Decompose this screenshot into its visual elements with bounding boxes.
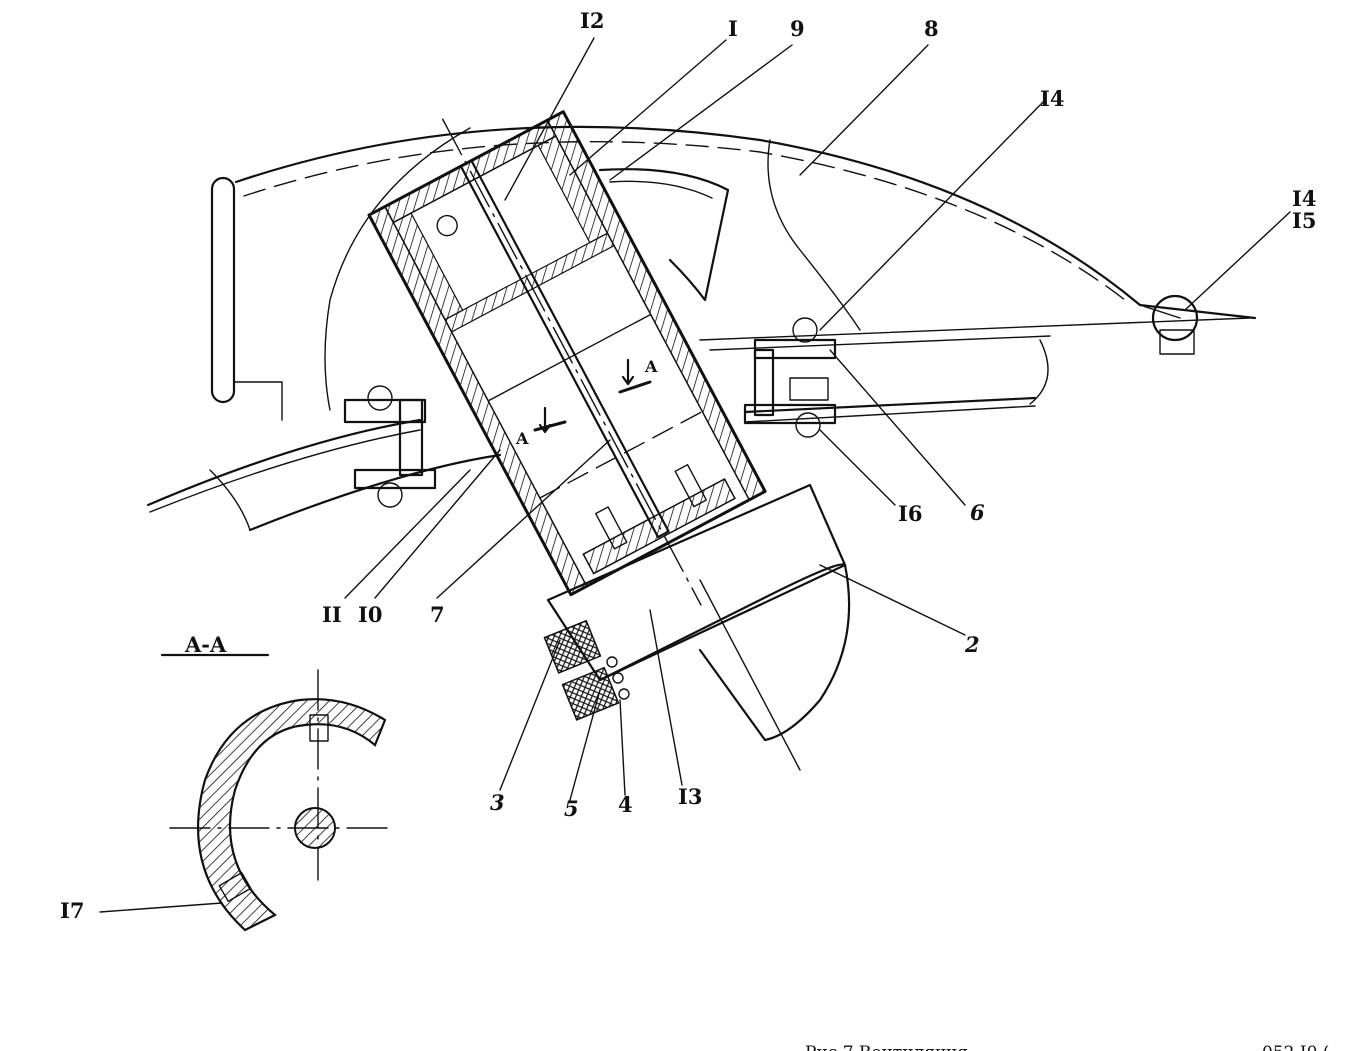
outlet-duct: [598, 168, 730, 302]
section-mark-a-left: A: [515, 429, 529, 448]
callout-4: 4: [618, 792, 633, 817]
motor-base: [543, 483, 851, 771]
callout-12: I2: [580, 8, 604, 33]
section-mark-a-right: A: [644, 357, 658, 376]
callout-1: I: [728, 16, 738, 41]
fan-housing: [367, 110, 767, 606]
footer: Рис.7 Вентиляция 052.I0.(: [805, 1043, 1329, 1051]
callout-8: 8: [924, 16, 939, 41]
callout-labels: I2 I 9 8 I4 I4 I5 I6 6 2 II I0 7 3 5 4 I…: [60, 8, 1316, 923]
section-a-a-detail: [160, 653, 391, 932]
section-cut-marks: A A: [515, 357, 658, 448]
callout-3: 3: [490, 790, 505, 815]
callout-14-right: I4: [1292, 186, 1316, 211]
callout-16: I6: [898, 501, 922, 526]
leader-lines: [99, 37, 1291, 913]
callout-10: I0: [358, 602, 382, 627]
section-title: A-A: [184, 632, 227, 657]
bolt-right: [1151, 294, 1199, 355]
body-plates: [146, 304, 1251, 532]
callout-11: II: [322, 602, 342, 627]
callout-7: 7: [430, 602, 445, 627]
callout-15: I5: [1292, 208, 1316, 233]
callout-14-top: I4: [1040, 86, 1064, 111]
callout-5: 5: [564, 796, 579, 821]
figure-caption: Рис.7 Вентиляция: [805, 1043, 968, 1051]
callout-6: 6: [970, 500, 985, 525]
hood-fairing: [234, 125, 1257, 411]
left-bracket: [343, 385, 437, 508]
callout-2: 2: [964, 632, 980, 657]
grab-handle: [210, 176, 283, 421]
callout-17: I7: [60, 898, 84, 923]
callout-9: 9: [790, 16, 805, 41]
right-bracket: [743, 317, 837, 438]
callout-13: I3: [678, 784, 702, 809]
drawing-code: 052.I0.(: [1262, 1043, 1329, 1051]
